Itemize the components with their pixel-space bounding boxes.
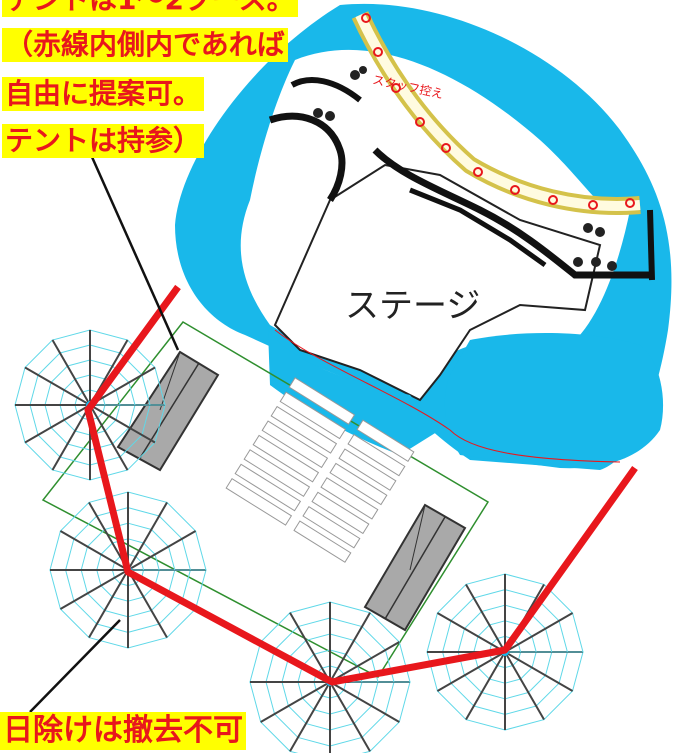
barrier-line <box>290 77 362 103</box>
stage-perimeter <box>274 329 621 463</box>
note-free-proposal: 自由に提案可。 <box>2 77 205 111</box>
sunshade-icon <box>49 491 207 649</box>
bench-rows <box>225 377 415 563</box>
leader-line-bottom <box>29 619 121 713</box>
note-tent-count: テントは1～2ブース。 <box>2 0 298 17</box>
railing-posts <box>361 13 635 210</box>
allowed-boundary <box>84 284 638 686</box>
sunshade-icon <box>14 329 166 481</box>
leader-line-top <box>90 156 180 351</box>
seating-wedge-right <box>444 333 664 469</box>
seating-wedge-left <box>268 330 440 455</box>
sunshades <box>14 329 584 753</box>
stage-label: ステージ <box>345 286 481 326</box>
railing-inner <box>355 12 641 211</box>
note-proposal-area: （赤線内側内であれば <box>2 28 288 62</box>
note-sunshade-fixed: 日除けは撤去不可 <box>0 712 246 750</box>
barrier-line <box>647 209 655 281</box>
note-bring-tent: テントは持参） <box>2 124 205 158</box>
barrier-line <box>409 187 547 268</box>
barrier-line <box>268 112 346 202</box>
sunshade-icon <box>249 601 411 753</box>
barrier-line <box>372 147 650 279</box>
chair-icons <box>313 66 617 271</box>
tent-icon <box>363 503 467 632</box>
